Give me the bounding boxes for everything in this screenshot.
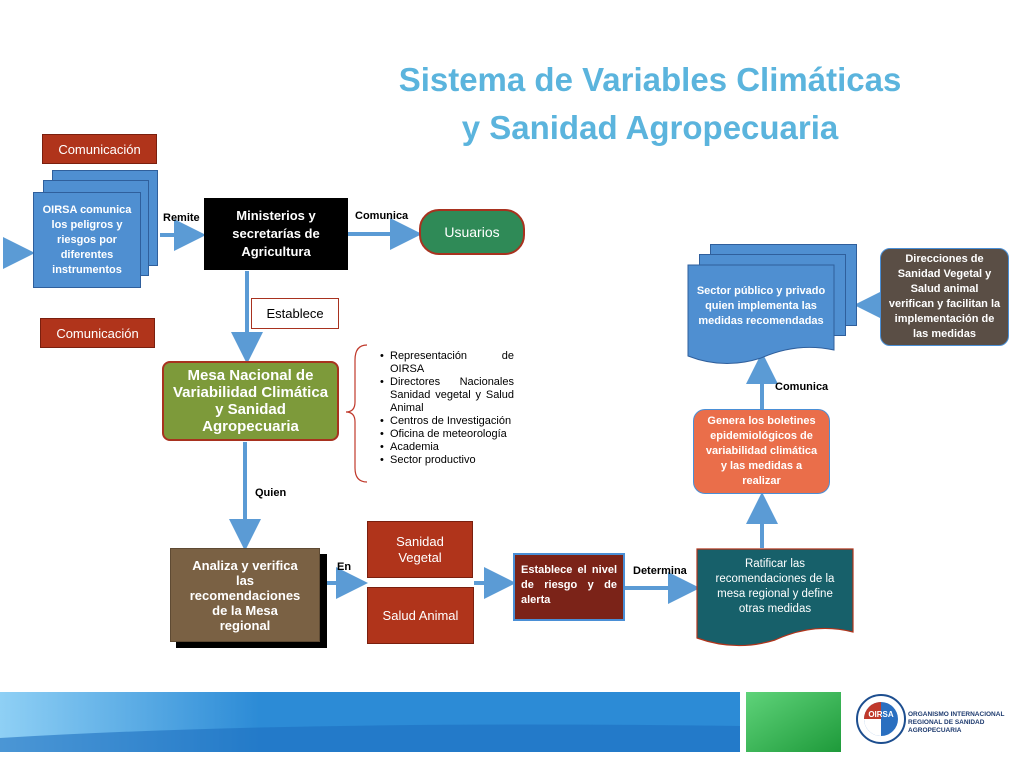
diagram-title: Sistema de Variables Climáticas y Sanida… <box>300 56 1000 152</box>
oirsa-comunica-node: OIRSA comunica los peligros y riesgos po… <box>33 192 141 288</box>
edge-label-quien: Quien <box>255 487 287 499</box>
edge-label-comunica-1: Comunica <box>355 210 409 222</box>
members-bracket <box>345 344 368 483</box>
title-line-2: y Sanidad Agropecuaria <box>461 109 839 146</box>
mesa-member-item: Centros de Investigación <box>380 415 514 428</box>
mesa-nacional-node: Mesa Nacional de Variabilidad Climática … <box>162 361 339 441</box>
genera-boletines-node: Genera los boletines epidemiológicos de … <box>693 409 830 494</box>
mesa-member-item: Academia <box>380 441 514 454</box>
establece-nivel-node: Establece el nivel de riesgo y de alerta <box>513 553 625 621</box>
edge-label-remite: Remite <box>163 212 200 224</box>
usuarios-node: Usuarios <box>419 209 525 255</box>
salud-animal-node: Salud Animal <box>367 587 474 644</box>
org-name: ORGANISMO INTERNACIONAL REGIONAL DE SANI… <box>908 711 1004 735</box>
org-name-line-3: AGROPECUARIA <box>908 727 962 734</box>
comunicacion-bottom-label: Comunicación <box>40 318 155 348</box>
mesa-member-item: Representación de OIRSA <box>380 350 514 376</box>
sector-shape <box>687 264 835 365</box>
establece-label: Establece <box>251 298 339 329</box>
mesa-member-item: Sector productivo <box>380 454 514 467</box>
mesa-member-item: Directores Nacionales Sanidad vegetal y … <box>380 376 514 415</box>
org-name-line-2: REGIONAL DE SANIDAD <box>908 719 985 726</box>
sector-node: Sector público y privado quien implement… <box>696 284 826 327</box>
sanidad-vegetal-node: Sanidad Vegetal <box>367 521 473 578</box>
footer-band <box>0 692 841 752</box>
title-line-1: Sistema de Variables Climáticas <box>398 61 902 98</box>
edge-label-en: En <box>337 561 352 573</box>
analiza-node: Analiza y verifica las recomendaciones d… <box>170 548 320 642</box>
edge-label-comunica-2: Comunica <box>775 381 829 393</box>
ratificar-shape <box>696 548 854 647</box>
ministerios-node: Ministerios y secretarías de Agricultura <box>204 198 348 270</box>
logo-lettering: OIRSA <box>868 710 894 719</box>
ratificar-node: Ratificar las recomendaciones de la mesa… <box>715 558 835 615</box>
mesa-member-item: Oficina de meteorología <box>380 428 514 441</box>
comunicacion-top-label: Comunicación <box>42 134 157 164</box>
oirsa-logo <box>856 694 906 744</box>
org-name-line-1: ORGANISMO INTERNACIONAL <box>908 711 1005 718</box>
edge-label-determina: Determina <box>633 565 687 577</box>
mesa-members-list: Representación de OIRSADirectores Nacion… <box>380 350 514 467</box>
direcciones-node: Direcciones de Sanidad Vegetal y Salud a… <box>880 248 1009 346</box>
